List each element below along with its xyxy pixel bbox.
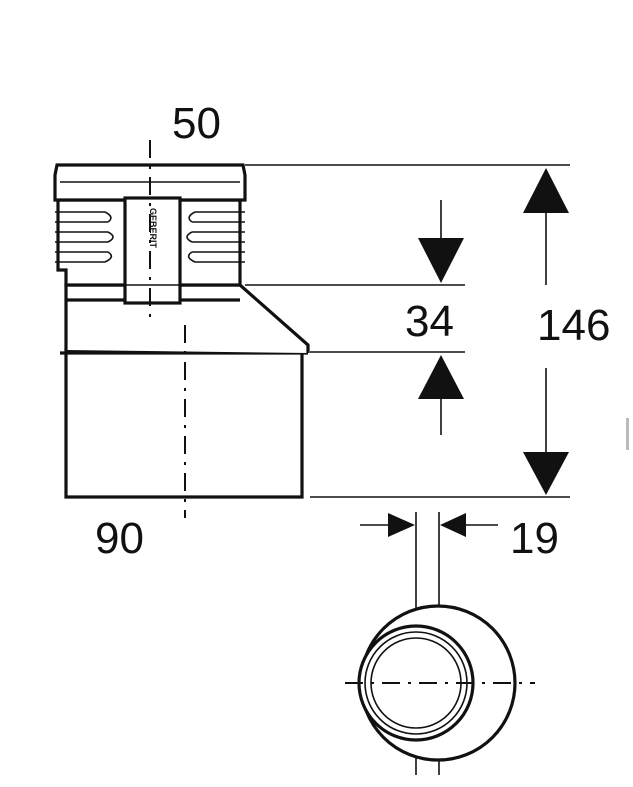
reducer-transition (64, 283, 310, 353)
dim146-arrow-up (523, 168, 569, 213)
edge-mark (626, 418, 629, 450)
dim-label-19: 19 (510, 514, 559, 563)
dim19-arrow-left (440, 513, 466, 537)
dim-label-34: 34 (405, 297, 454, 346)
dim146-arrow-down (523, 452, 569, 495)
dim-label-50: 50 (172, 99, 221, 148)
plan-socket-circle (357, 624, 475, 742)
dimension-lines (245, 164, 570, 775)
dim34-arrow-up (418, 355, 464, 399)
dim34-arrow-down (418, 238, 464, 283)
plan-view (345, 604, 535, 762)
seal-ribs-left (55, 211, 114, 263)
dim-label-146: 146 (537, 301, 610, 350)
side-view: GEBERIT (53, 140, 310, 518)
seal-ribs-right (186, 211, 245, 263)
dim-label-90: 90 (95, 514, 144, 563)
dim19-arrow-right (388, 513, 415, 537)
brand-logo: GEBERIT (148, 208, 158, 249)
